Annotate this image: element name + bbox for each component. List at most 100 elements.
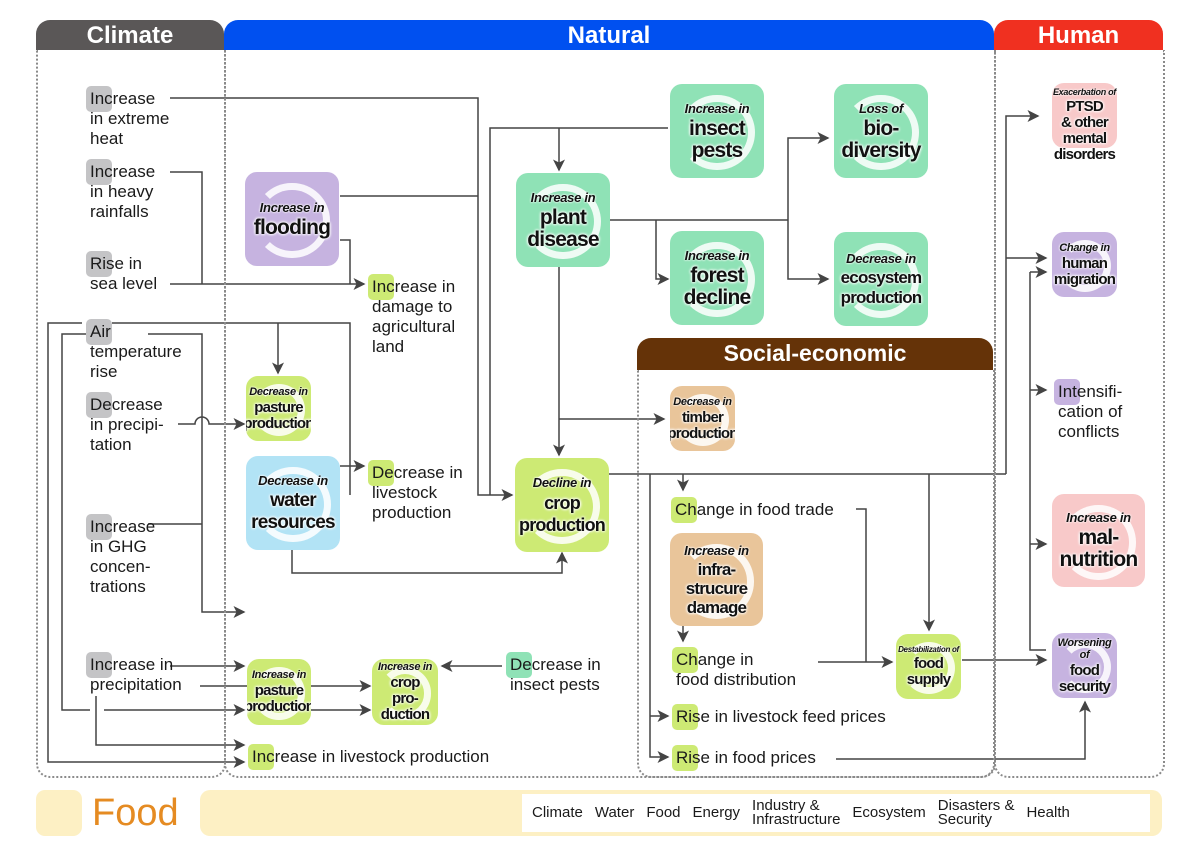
text-node-food-prices: Rise in food prices [672, 745, 816, 771]
cycle-arrow-icon [253, 666, 305, 720]
node-label: food supply [906, 655, 951, 688]
cycle-arrow-icon [254, 183, 330, 259]
driver-extreme-heat: Increase in extreme heat [86, 86, 170, 149]
node-label: flooding [253, 215, 331, 239]
legend-item-ecosystem: Ecosystem [850, 803, 926, 830]
text-node-feed-prices: Rise in livestock feed prices [672, 704, 886, 730]
legend-label: Energy [692, 804, 741, 821]
node-prefix: Increase in [684, 247, 750, 263]
cycle-arrow-icon [843, 95, 919, 171]
legend-label: Industry & Infrastructure [752, 797, 841, 828]
edge-pd-forest [655, 220, 670, 285]
legend-label: Water [594, 804, 635, 821]
node-prefix: Decrease in [249, 385, 308, 398]
text-node-label: Decrease in livestock production [372, 463, 463, 522]
cycle-arrow-icon [252, 383, 305, 436]
text-node-label: Increase in livestock production [252, 747, 490, 766]
driver-text: Increase in precipitation [90, 655, 182, 694]
edge-prices [836, 700, 1091, 760]
node-prefix: Decrease in [673, 395, 732, 408]
cycle-arrow-icon [676, 393, 729, 446]
driver-text: Decrease in precipi- tation [90, 395, 164, 454]
driver-text: Increase in extreme heat [90, 89, 170, 148]
node-label: infra- strucure damage [685, 559, 748, 617]
food-square-icon [36, 790, 82, 836]
node-prefix: Increase in [259, 199, 325, 215]
driver-text: Air temperature rise [90, 322, 182, 381]
node-prefix: Increase in [251, 669, 307, 681]
node-label: timber production [670, 408, 735, 442]
node-label: mal- nutrition [1059, 526, 1139, 571]
node-label: plant disease [527, 205, 599, 251]
node-prefix: Decrease in [846, 250, 916, 266]
cycle-arrow-icon [679, 242, 755, 318]
legend-label: Health [1026, 804, 1070, 821]
edge-dprecip [178, 416, 246, 430]
cycle-arrow-icon [378, 666, 432, 720]
node-label: human migration [1053, 254, 1116, 288]
legend-item-health: Health [1024, 803, 1070, 830]
edge-air [112, 322, 351, 495]
node-label: forest decline [683, 263, 752, 309]
cycle-arrow-icon [1061, 505, 1136, 580]
node-prefix: Decline in [532, 474, 592, 490]
edge-water-crop [291, 548, 568, 574]
text-node-label: Rise in food prices [676, 748, 816, 767]
text-node-conflicts: Intensifi- cation of conflicts [1054, 379, 1122, 442]
edge-rain [170, 171, 203, 284]
edge-air-outer [47, 322, 246, 768]
driver-heavy-rainfalls: Increase in heavy rainfalls [86, 159, 155, 222]
text-node-label: Decrease in insect pests [510, 655, 601, 694]
region-human [994, 50, 1165, 778]
text-node-label: Change in food distribution [676, 650, 797, 689]
region-social-economic [637, 370, 995, 778]
node-prefix: Increase in [684, 100, 750, 116]
text-node-food-distribution: Change in food distribution [672, 647, 797, 690]
edge-human2 [1029, 272, 1046, 651]
driver-air-temp: Air temperature rise [86, 319, 182, 382]
cycle-arrow-icon [679, 95, 755, 171]
edge-human-trunk [1005, 110, 1040, 474]
cycle-arrow-icon [1058, 239, 1111, 292]
node-label: bio- diversity [841, 116, 921, 162]
cycle-arrow-icon [255, 467, 331, 543]
legend-label: Disasters & Security [937, 797, 1015, 828]
food-title: Food [92, 792, 179, 834]
text-node-food-trade: Change in food trade [671, 497, 834, 523]
legend: Climate Water Food Energy Industry & Inf… [522, 794, 1150, 832]
node-prefix: Increase in [1066, 510, 1131, 525]
edge-trade [856, 508, 867, 662]
cycle-arrow-icon [524, 469, 600, 545]
edge-eco [787, 220, 830, 285]
edge-bio [787, 132, 830, 220]
text-node-insect-decrease: Decrease in insect pests [506, 652, 601, 695]
legend-item-water: Water [592, 803, 635, 830]
header-climate: Climate [36, 20, 224, 50]
node-label: insect pests [689, 116, 746, 162]
cycle-arrow-icon [902, 641, 955, 694]
node-prefix: Destabilization of [898, 645, 959, 654]
node-label: pasture production [246, 398, 311, 432]
legend-label: Ecosystem [852, 804, 926, 821]
header-human: Human [994, 20, 1163, 50]
cycle-arrow-icon [679, 544, 754, 619]
text-node-livestock-decrease: Decrease in livestock production [368, 460, 463, 523]
node-label: water resources [251, 489, 335, 533]
cycle-arrow-icon [525, 184, 601, 260]
node-prefix: Increase in [530, 189, 596, 205]
text-node-label: Increase in damage to agricultural land [372, 277, 456, 356]
driver-increase-precip: Increase in precipitation [86, 652, 182, 695]
